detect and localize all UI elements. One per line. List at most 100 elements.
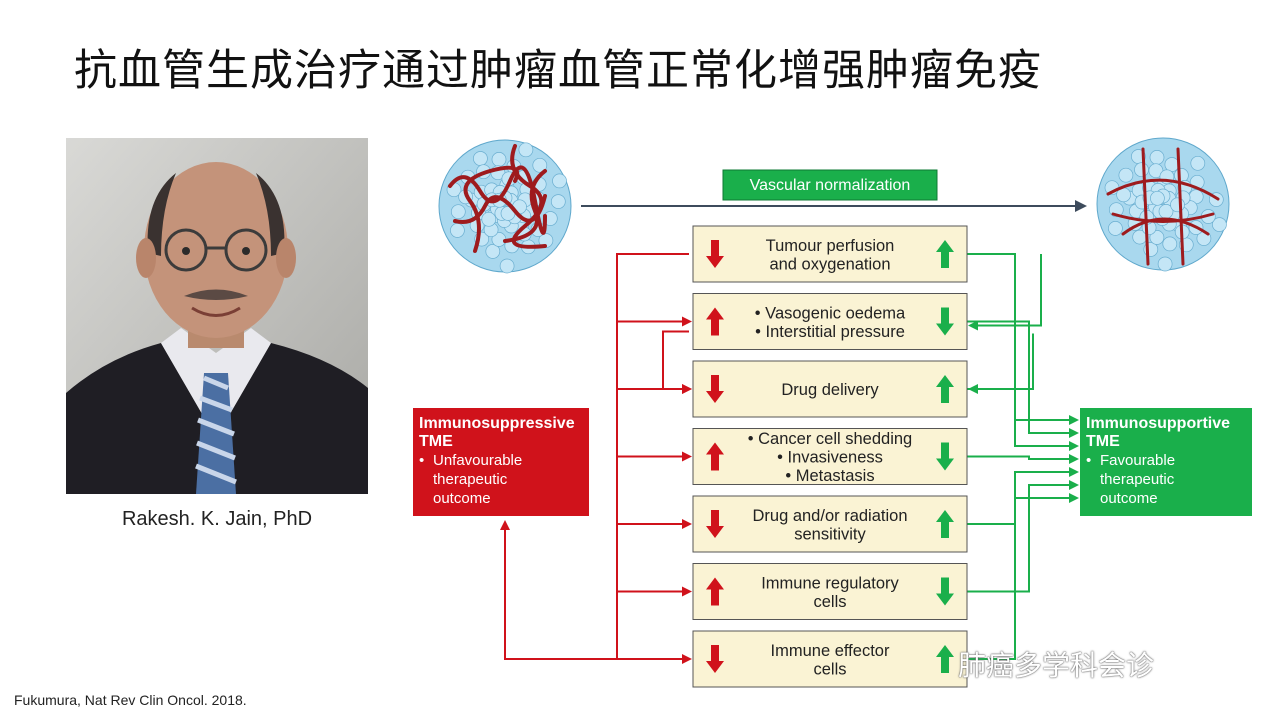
tumor-cell xyxy=(532,157,548,173)
blood-vessel xyxy=(1121,217,1210,236)
after-down-arrow-icon xyxy=(936,577,954,606)
tumor-cell xyxy=(473,151,488,166)
before-up-arrow-icon xyxy=(706,577,724,606)
factor-label: Drug delivery xyxy=(781,381,879,399)
tumor-cell xyxy=(450,204,466,220)
after-down-arrow-icon xyxy=(936,442,954,471)
factor-label: • Cancer cell shedding xyxy=(748,430,912,448)
right-box-line-2: therapeutic xyxy=(1100,471,1175,488)
tumor-cell xyxy=(552,173,567,189)
tumor-cell xyxy=(1190,155,1206,171)
left-box-line-1: Unfavourable xyxy=(433,452,522,469)
tumor-cell xyxy=(499,258,515,274)
tumor-cell xyxy=(1149,150,1165,165)
factor-box: Drug delivery xyxy=(692,360,968,418)
vascular-normalization-label: Vascular normalization xyxy=(750,177,911,194)
immunosupportive-tme-box: Immunosupportive TME • Favourable therap… xyxy=(1080,408,1252,516)
left-box-title-2: TME xyxy=(419,433,453,450)
normalized-tumor-vasculature-icon xyxy=(1096,137,1230,272)
green-connector xyxy=(967,253,1079,425)
red-feedback-connector xyxy=(500,520,617,660)
factor-label: • Vasogenic oedema xyxy=(755,304,906,322)
left-box-title-1: Immunosuppressive xyxy=(419,415,575,432)
factor-label: • Invasiveness xyxy=(777,449,883,467)
green-connector xyxy=(967,493,1079,660)
tumor-cell xyxy=(1212,217,1227,232)
tumor-cell xyxy=(1157,256,1173,272)
tumor-cell xyxy=(481,211,497,227)
portrait-photo xyxy=(66,138,368,494)
factor-label: sensitivity xyxy=(794,525,866,543)
tumor-cell xyxy=(1118,167,1134,183)
vascular-normalization-label-box xyxy=(722,169,938,201)
blood-vessel xyxy=(1111,212,1215,223)
factor-label: and oxygenation xyxy=(769,255,890,273)
factor-label: cells xyxy=(813,660,846,678)
green-connector xyxy=(967,454,1079,464)
right-box-title-1: Immunosupportive xyxy=(1086,415,1230,432)
tumor-cell xyxy=(1150,190,1165,206)
factor-label: Immune regulatory xyxy=(761,574,899,592)
blood-vessel xyxy=(453,194,547,224)
blood-vessel xyxy=(503,169,547,243)
tumor-cell xyxy=(1170,197,1185,213)
green-feedback-connector xyxy=(968,333,1034,394)
factor-label: • Interstitial pressure xyxy=(755,323,905,341)
tumor-cell xyxy=(1134,162,1149,178)
factor-label: Tumour perfusion xyxy=(766,237,895,255)
before-down-arrow-icon xyxy=(706,645,724,673)
immunosuppressive-tme-box: Immunosuppressive TME • Unfavourable the… xyxy=(413,408,589,516)
after-up-arrow-icon xyxy=(936,645,954,673)
factor-box: • Vasogenic oedema• Interstitial pressur… xyxy=(692,293,968,350)
after-up-arrow-icon xyxy=(936,375,954,403)
after-up-arrow-icon xyxy=(936,510,954,538)
after-up-arrow-icon xyxy=(936,240,954,268)
before-down-arrow-icon xyxy=(706,510,724,538)
left-box-line-2: therapeutic xyxy=(433,471,508,488)
page-title: 抗血管生成治疗通过肿瘤血管正常化增强肿瘤免疫 xyxy=(74,46,1042,96)
tumor-cell xyxy=(485,244,501,259)
blood-vessel xyxy=(1106,178,1220,201)
tumor-cell xyxy=(450,223,465,238)
red-loop-connector xyxy=(662,330,692,394)
tumor-cell xyxy=(491,152,507,167)
green-connector xyxy=(967,320,1079,438)
tumor-cell xyxy=(1164,157,1180,172)
before-down-arrow-icon xyxy=(706,375,724,403)
photo-caption: Rakesh. K. Jain, PhD xyxy=(121,508,313,530)
before-down-arrow-icon xyxy=(706,240,724,268)
tumor-cell xyxy=(1149,230,1165,245)
blood-vessel xyxy=(448,165,547,235)
before-up-arrow-icon xyxy=(706,442,724,471)
footer-citation: Fukumura, Nat Rev Clin Oncol. 2018. xyxy=(14,692,247,708)
factor-label: Drug and/or radiation xyxy=(752,507,907,525)
tumor-cell xyxy=(518,142,534,158)
abnormal-tumor-vasculature-icon xyxy=(438,139,572,274)
factor-label: • Metastasis xyxy=(785,467,874,485)
blood-vessel xyxy=(1141,147,1150,266)
right-box-line-3: outcome xyxy=(1100,490,1158,507)
blood-vessel xyxy=(1176,147,1185,266)
factor-label: Immune effector xyxy=(771,642,890,660)
vascular-normalization-diagram: Vascular normalization Immunosuppressive… xyxy=(405,130,1265,700)
green-connector xyxy=(967,480,1079,593)
right-box-line-1: Favourable xyxy=(1100,452,1175,469)
tumor-cell xyxy=(1108,221,1123,236)
right-box-bullet: • xyxy=(1086,452,1091,469)
connector-lines xyxy=(500,253,1079,664)
watermark-text: 肺癌多学科会诊 xyxy=(958,649,1155,682)
green-connector xyxy=(967,388,1079,451)
after-down-arrow-icon xyxy=(936,307,954,336)
tumor-cell xyxy=(550,194,566,209)
left-box-line-3: outcome xyxy=(433,490,491,507)
right-box-title-2: TME xyxy=(1086,433,1120,450)
before-up-arrow-icon xyxy=(706,307,724,336)
green-feedback-connector xyxy=(968,254,1042,331)
factor-label: cells xyxy=(813,593,846,611)
tumor-cell xyxy=(1162,236,1178,252)
